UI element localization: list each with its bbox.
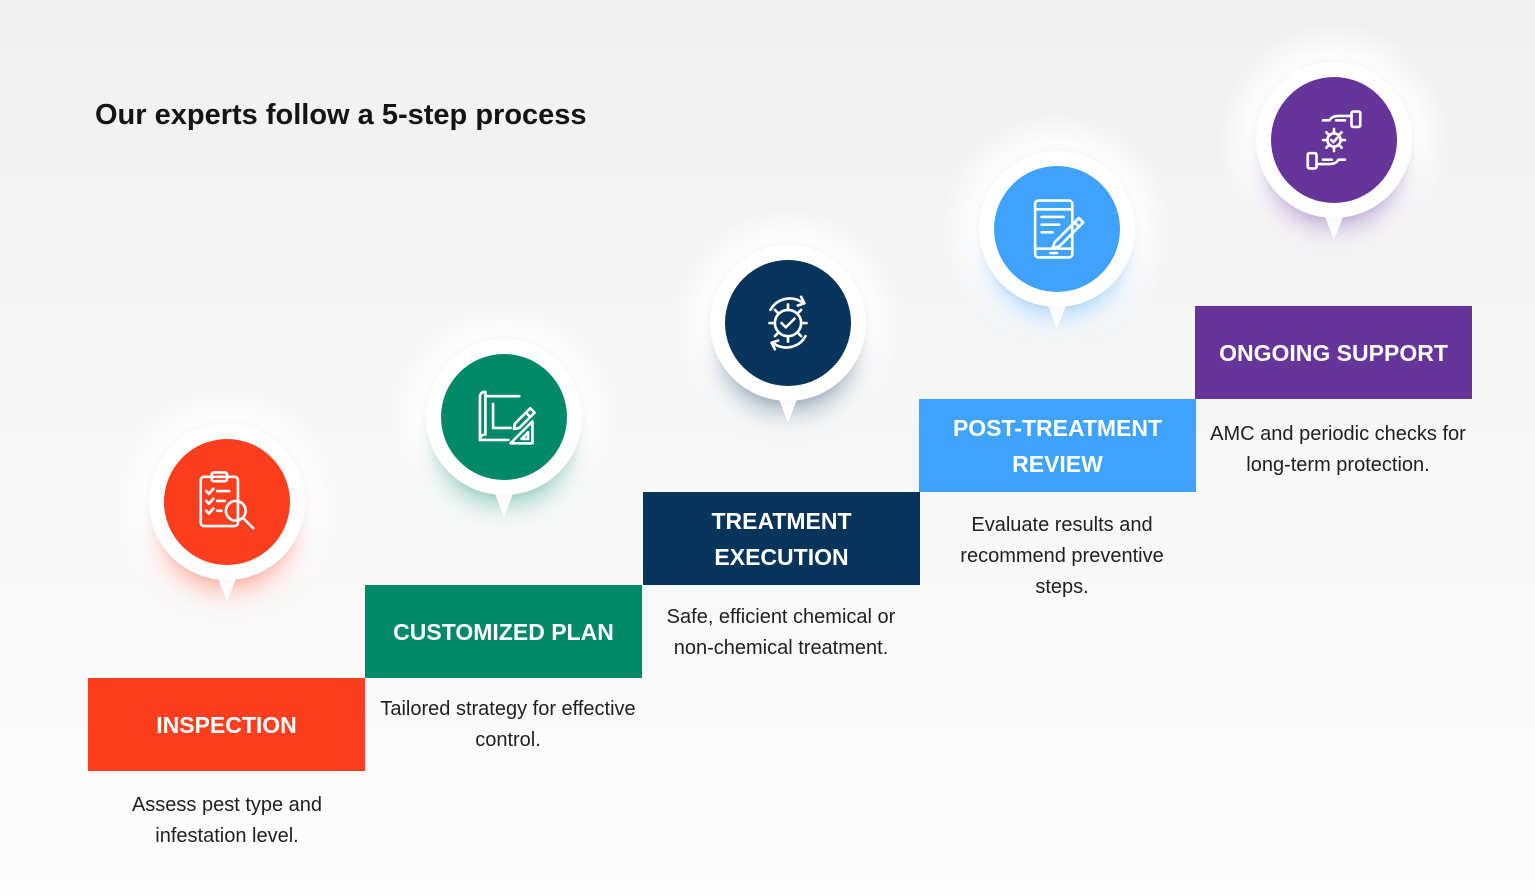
step-1-label: INSPECTION: [88, 678, 365, 771]
step-2-label: CUSTOMIZED PLAN: [365, 585, 642, 678]
blueprint-pencil-icon: [478, 390, 536, 445]
step-1-pin: [109, 384, 345, 620]
step-1-description: Assess pest type and infestation level.: [131, 794, 323, 847]
step-2-description: Tailored strategy for effective control.: [380, 698, 636, 751]
step-5-label: ONGOING SUPPORT: [1195, 306, 1472, 399]
clipboard-search-icon: [199, 471, 255, 530]
step-5-pin: [1216, 22, 1452, 258]
step-2-pin: [386, 299, 622, 535]
step-5-description: AMC and periodic checks for long-term pr…: [1210, 423, 1466, 476]
step-4-pin: [939, 111, 1175, 347]
gear-check-icon: [768, 295, 808, 351]
step-4-label: POST-TREATMENT REVIEW: [919, 399, 1196, 492]
step-4-description: Evaluate results and recommend preventiv…: [960, 514, 1164, 598]
step-3-pin: [670, 205, 906, 441]
step-3-label: TREATMENT EXECUTION: [643, 492, 920, 585]
step-3-description: Safe, efficient chemical or non-chemical…: [666, 606, 896, 659]
document-pencil-icon: [1033, 199, 1085, 259]
page-title: Our experts follow a 5-step process: [95, 99, 587, 131]
hands-gear-icon: [1306, 110, 1362, 170]
